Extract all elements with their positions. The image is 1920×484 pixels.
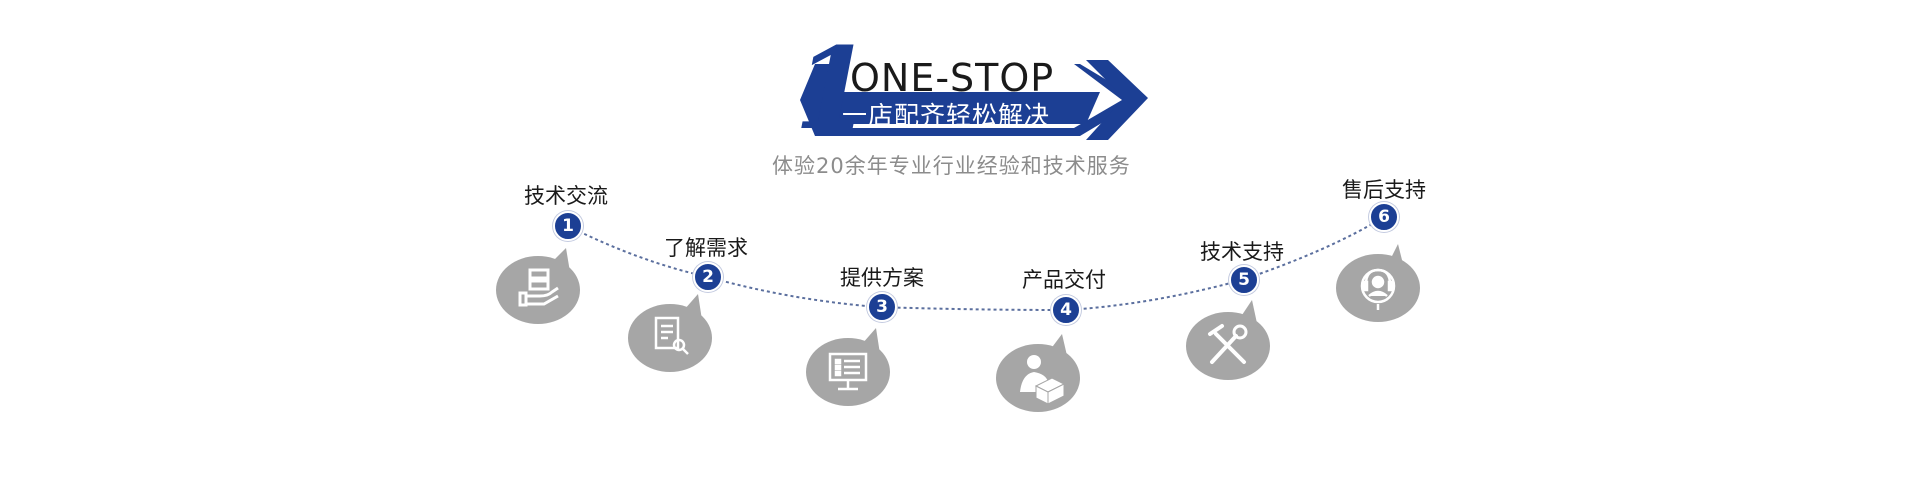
- bubble-step-2: [628, 294, 712, 372]
- bubble-step-6: [1336, 244, 1420, 322]
- step-4-title: 产品交付: [1022, 268, 1106, 292]
- step-1-title: 技术交流: [524, 184, 608, 208]
- step-4-number: 4: [1051, 295, 1081, 325]
- step-5-title: 技术支持: [1200, 240, 1284, 264]
- step-1-number: 1: [553, 211, 583, 241]
- bubble-step-1: [496, 248, 580, 324]
- wrench-hammer-icon: [1208, 324, 1248, 364]
- one-stop-banner: [800, 60, 1148, 140]
- headline-one-stop: ONE-STOP: [850, 56, 1055, 100]
- tagline-text: 体验20余年专业行业经验和技术服务: [772, 154, 1131, 178]
- step-5-number: 5: [1229, 265, 1259, 295]
- step-2-title: 了解需求: [664, 236, 748, 260]
- headset-support-icon: [1360, 268, 1396, 310]
- person-package-icon: [1020, 355, 1066, 405]
- subhead-text: 一店配齐轻松解决: [842, 101, 1051, 130]
- document-search-icon: [654, 316, 689, 355]
- bubble-step-4: [996, 334, 1080, 412]
- banner-number: 1: [794, 24, 872, 155]
- monitor-list-icon: [828, 352, 868, 391]
- bubble-step-3: [806, 328, 890, 406]
- server-hand-icon: [518, 268, 559, 307]
- banner-blue-lower: [826, 92, 1100, 124]
- step-2-number: 2: [693, 262, 723, 292]
- bubble-step-5: [1186, 300, 1270, 380]
- banner-chevron-tip: [1086, 60, 1148, 140]
- step-3-number: 3: [867, 292, 897, 322]
- step-6-number: 6: [1369, 202, 1399, 232]
- step-3-title: 提供方案: [840, 266, 924, 290]
- step-6-title: 售后支持: [1342, 178, 1426, 202]
